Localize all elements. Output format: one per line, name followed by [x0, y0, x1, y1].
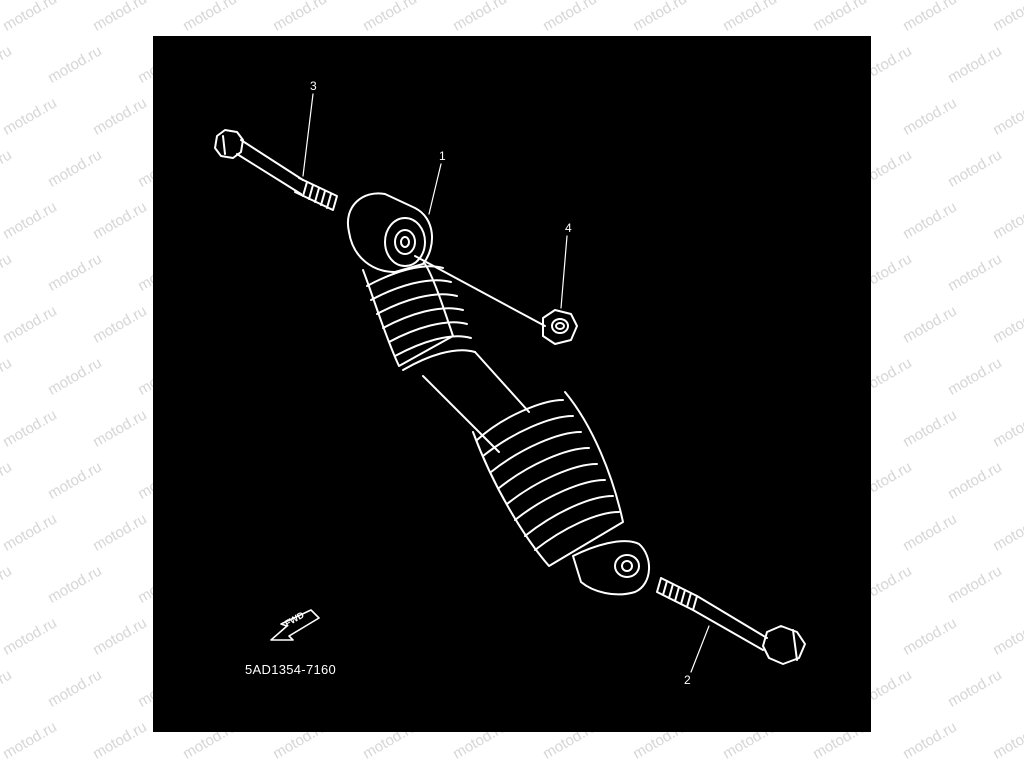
- watermark-text: motod.ru: [900, 406, 960, 451]
- watermark-text: motod.ru: [0, 510, 60, 555]
- watermark-text: motod.ru: [0, 42, 15, 87]
- watermark-text: motod.ru: [900, 198, 960, 243]
- watermark-text: motod.ru: [90, 614, 150, 659]
- watermark-text: motod.ru: [45, 354, 105, 399]
- watermark-text: motod.ru: [270, 0, 330, 35]
- watermark-text: motod.ru: [180, 0, 240, 35]
- watermark-text: motod.ru: [450, 0, 510, 35]
- watermark-text: motod.ru: [0, 146, 15, 191]
- watermark-text: motod.ru: [810, 0, 870, 35]
- nut-drawing: [542, 309, 578, 345]
- callout-3: 3: [310, 79, 317, 93]
- watermark-text: motod.ru: [720, 0, 780, 35]
- watermark-text: motod.ru: [45, 666, 105, 711]
- watermark-text: motod.ru: [900, 302, 960, 347]
- leader-lines: [302, 93, 710, 673]
- watermark-text: motod.ru: [900, 0, 960, 35]
- watermark-text: motod.ru: [45, 42, 105, 87]
- watermark-text: motod.ru: [0, 94, 60, 139]
- watermark-text: motod.ru: [90, 302, 150, 347]
- callout-1: 1: [439, 149, 446, 163]
- watermark-text: motod.ru: [990, 302, 1024, 347]
- watermark-text: motod.ru: [990, 614, 1024, 659]
- watermark-text: motod.ru: [900, 510, 960, 555]
- watermark-text: motod.ru: [945, 42, 1005, 87]
- watermark-text: motod.ru: [0, 406, 60, 451]
- watermark-text: motod.ru: [990, 718, 1024, 763]
- callout-4: 4: [565, 221, 572, 235]
- lower-bolt-drawing: [656, 577, 806, 665]
- watermark-text: motod.ru: [945, 146, 1005, 191]
- watermark-text: motod.ru: [945, 458, 1005, 503]
- watermark-text: motod.ru: [0, 666, 15, 711]
- watermark-text: motod.ru: [945, 354, 1005, 399]
- watermark-text: motod.ru: [45, 146, 105, 191]
- watermark-text: motod.ru: [900, 94, 960, 139]
- watermark-text: motod.ru: [990, 94, 1024, 139]
- watermark-text: motod.ru: [990, 510, 1024, 555]
- watermark-text: motod.ru: [90, 718, 150, 763]
- watermark-text: motod.ru: [540, 0, 600, 35]
- watermark-text: motod.ru: [990, 0, 1024, 35]
- watermark-text: motod.ru: [0, 198, 60, 243]
- upper-bolt-drawing: [214, 129, 338, 211]
- watermark-text: motod.ru: [90, 406, 150, 451]
- watermark-text: motod.ru: [360, 0, 420, 35]
- watermark-text: motod.ru: [0, 458, 15, 503]
- watermark-text: motod.ru: [0, 718, 60, 763]
- watermark-text: motod.ru: [90, 0, 150, 35]
- watermark-text: motod.ru: [0, 250, 15, 295]
- watermark-text: motod.ru: [90, 510, 150, 555]
- watermark-text: motod.ru: [945, 562, 1005, 607]
- watermark-text: motod.ru: [0, 302, 60, 347]
- watermark-text: motod.ru: [90, 198, 150, 243]
- exploded-parts-diagram: 3 1 4 2 FWD 5AD1354-7160: [153, 36, 871, 732]
- watermark-text: motod.ru: [900, 614, 960, 659]
- watermark-text: motod.ru: [0, 0, 60, 35]
- callout-2: 2: [684, 673, 691, 687]
- watermark-text: motod.ru: [945, 666, 1005, 711]
- watermark-text: motod.ru: [45, 458, 105, 503]
- watermark-text: motod.ru: [900, 718, 960, 763]
- part-code: 5AD1354-7160: [245, 662, 337, 677]
- watermark-text: motod.ru: [630, 0, 690, 35]
- watermark-text: motod.ru: [45, 562, 105, 607]
- diagram-svg: [214, 93, 806, 673]
- shock-absorber-drawing: [346, 192, 651, 596]
- watermark-text: motod.ru: [945, 250, 1005, 295]
- watermark-text: motod.ru: [0, 614, 60, 659]
- watermark-text: motod.ru: [0, 354, 15, 399]
- fwd-arrow-icon: [270, 609, 320, 641]
- watermark-text: motod.ru: [90, 94, 150, 139]
- watermark-text: motod.ru: [0, 562, 15, 607]
- watermark-text: motod.ru: [45, 250, 105, 295]
- watermark-text: motod.ru: [990, 198, 1024, 243]
- watermark-text: motod.ru: [990, 406, 1024, 451]
